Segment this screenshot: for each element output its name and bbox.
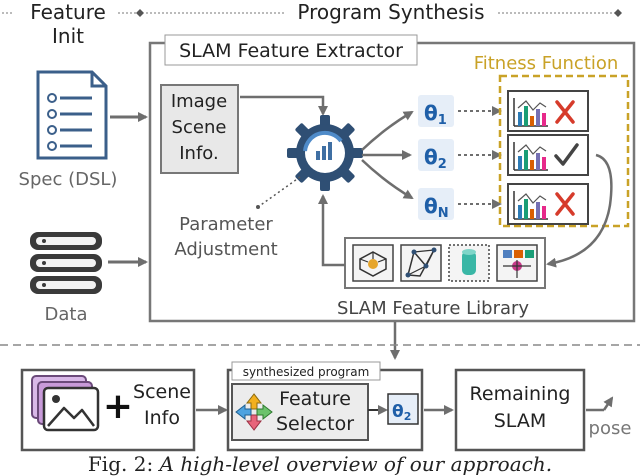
- check-icon: [554, 143, 579, 166]
- remaining-slam-line2: SLAM: [494, 410, 546, 432]
- library-feature-3-icon: [448, 244, 490, 282]
- caption-prefix: Fig. 2:: [87, 452, 160, 476]
- gear-chart-icon: [287, 115, 363, 191]
- theta1-symbol: θ1: [424, 101, 447, 128]
- remaining-slam-line1: Remaining: [470, 383, 571, 405]
- theta2-box: [418, 139, 454, 171]
- image-scene-line1: Image: [171, 91, 227, 112]
- theta-output-box: [387, 393, 419, 425]
- feature-selector-line1: Feature: [279, 388, 351, 410]
- pose-output-arrow: [602, 396, 614, 411]
- gear-to-theta1-arrow: [361, 110, 414, 151]
- library-feature-4-icon: [496, 244, 538, 282]
- parameter-adjustment-line1: Parameter: [179, 214, 273, 235]
- synthesized-program-label: synthesized program: [243, 365, 370, 379]
- data-source: Data: [30, 232, 102, 325]
- thetaN-box: [418, 188, 454, 220]
- feature-init-title-line2: Init: [52, 24, 84, 48]
- extractor-title-box: [164, 34, 418, 66]
- scene-info-line1: Scene: [133, 381, 191, 403]
- plus-sign: +: [103, 386, 133, 427]
- feature-selector-line2: Selector: [276, 413, 354, 435]
- four-way-arrows-icon: [235, 393, 273, 431]
- fitness-function-title: Fitness Function: [474, 53, 619, 74]
- feature-selector-box: [231, 383, 369, 441]
- fitness-function-box: [498, 74, 630, 228]
- theta1-box: [418, 95, 454, 127]
- library-to-gear-arrow: [318, 194, 345, 267]
- bar-chart-icon: [513, 98, 548, 127]
- fitness-result-1: [507, 90, 589, 132]
- bar-chart-icon: [513, 191, 548, 220]
- spec-document: Spec (DSL): [19, 70, 118, 190]
- image-scene-line3: Info.: [179, 143, 218, 164]
- fitness-result-2: [507, 134, 589, 176]
- parameter-leader-line: [256, 176, 301, 209]
- image-scene-info-box: [160, 84, 239, 174]
- cross-icon: [555, 192, 575, 216]
- gear-to-thetaN-arrow: [361, 159, 414, 200]
- spec-document-icon: [36, 70, 108, 160]
- info-to-gear-arrow: [240, 95, 328, 116]
- fitness-result-n: [507, 183, 589, 225]
- selected-to-library-arrow: [546, 153, 613, 268]
- caption-text: A high-level overview of our approach.: [159, 452, 553, 476]
- figure-caption: Fig. 2: A high-level overview of our app…: [0, 452, 640, 476]
- library-label: SLAM Feature Library: [337, 298, 529, 319]
- scene-info-line2: Info: [144, 407, 180, 429]
- thetaN-symbol: θN: [424, 194, 449, 221]
- spec-dsl-label: Spec (DSL): [19, 169, 118, 190]
- image-stack-icon: [31, 375, 100, 432]
- slam-feature-extractor: SLAM Feature Extractor Image Scene Info.: [148, 34, 636, 323]
- slam-feature-library: [344, 237, 546, 289]
- pose-label: pose: [589, 418, 632, 439]
- remaining-slam-box: [454, 368, 586, 452]
- diamond-separator-icon: [614, 9, 622, 17]
- cross-icon: [555, 100, 575, 124]
- program-synthesis-title: Program Synthesis: [297, 0, 484, 24]
- bottom-pipeline: + Scene Info synthesized program Feature…: [20, 361, 632, 452]
- theta2-symbol: θ2: [424, 145, 447, 172]
- theta-output-symbol: θ2: [392, 402, 411, 423]
- library-feature-2-icon: [400, 244, 442, 282]
- header: Feature Init Program Synthesis: [2, 0, 622, 48]
- approach-diagram: Feature Init Program Synthesis Spec (DSL…: [0, 0, 640, 452]
- library-feature-1-icon: [352, 244, 394, 282]
- database-icon: [30, 232, 102, 294]
- image-scene-line2: Scene: [172, 117, 227, 138]
- parameter-adjustment-line2: Adjustment: [174, 239, 277, 260]
- feature-init-title: Feature: [30, 0, 106, 24]
- bar-chart-icon: [513, 142, 548, 171]
- diamond-separator-icon: [136, 9, 144, 17]
- synthesized-program-label-box: [231, 361, 381, 381]
- input-box: [20, 368, 196, 452]
- extractor-title: SLAM Feature Extractor: [179, 40, 403, 62]
- data-label: Data: [45, 304, 88, 325]
